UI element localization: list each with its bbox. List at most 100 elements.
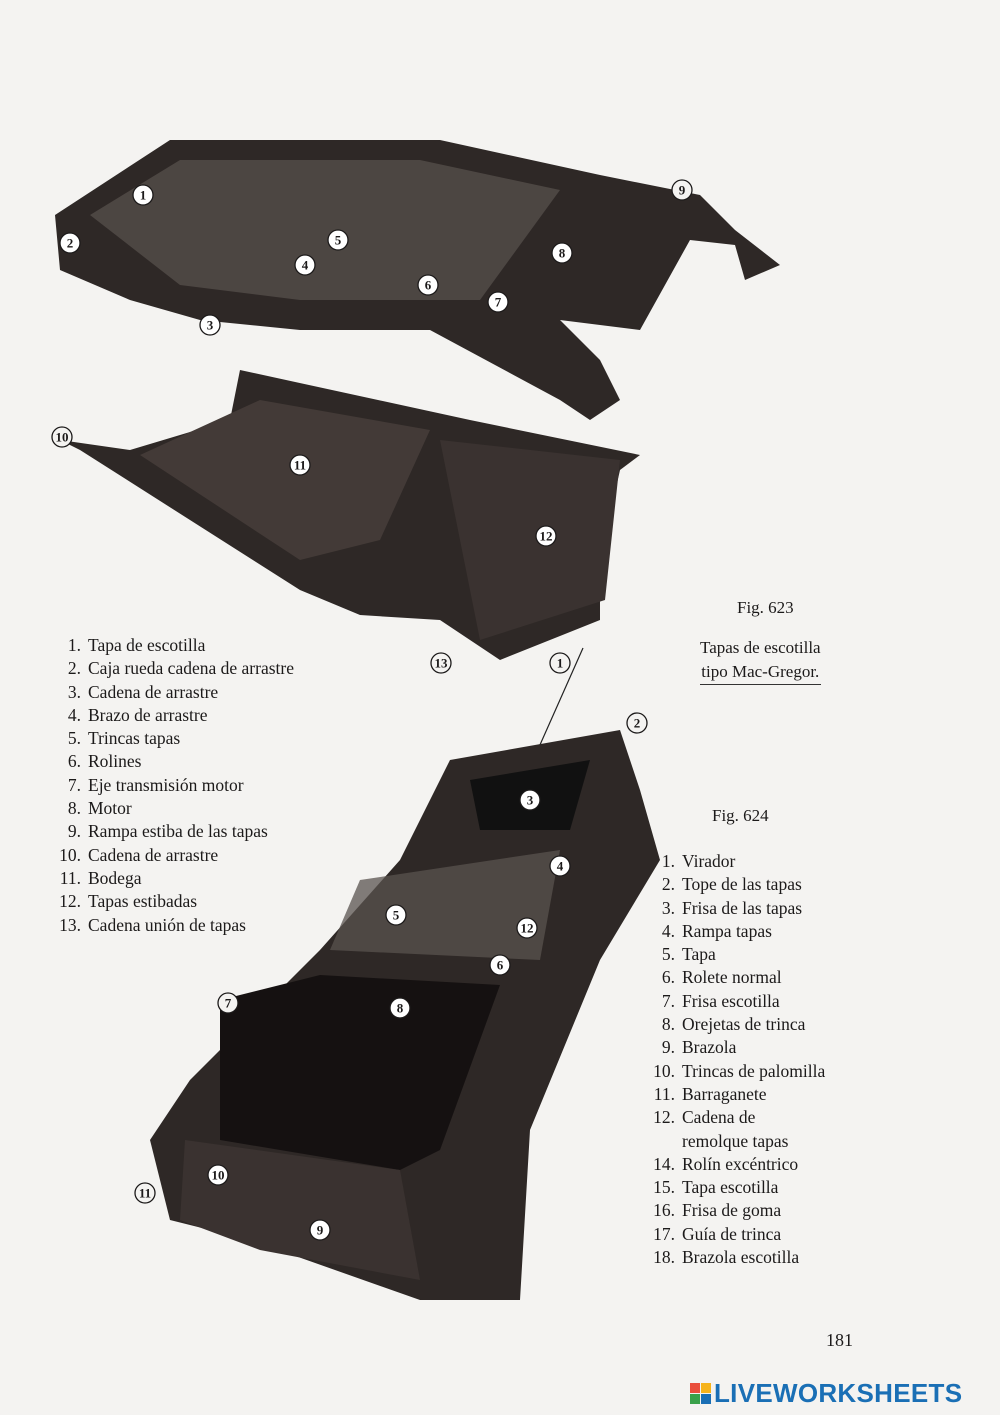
legend-item: 7.Eje transmisión motor bbox=[55, 774, 294, 797]
legend-item: 18.Brazola escotilla bbox=[648, 1246, 825, 1269]
callout-number: 9 bbox=[679, 183, 686, 198]
fig-624-label: Fig. 624 bbox=[712, 806, 769, 825]
legend-item: 4. Brazo de arrastre bbox=[55, 704, 294, 727]
legend-item: 9.Rampa estiba de las tapas bbox=[55, 820, 294, 843]
legend-number: 10. bbox=[653, 1060, 675, 1081]
callout-number: 10 bbox=[212, 1168, 225, 1183]
callout-number: 12 bbox=[540, 529, 553, 544]
legend-item: 8.Motor bbox=[55, 797, 294, 820]
legend-item: 1.Virador bbox=[648, 850, 825, 873]
legend-text: Cadena de arrastre bbox=[88, 844, 219, 865]
callout-marker: 6 bbox=[489, 954, 511, 976]
legend-item: 17. Guía de trinca bbox=[648, 1223, 825, 1246]
legend-text: Caja rueda cadena de arrastre bbox=[88, 658, 294, 679]
legend-number: 11. bbox=[59, 867, 81, 888]
legend-item: 2.Caja rueda cadena de arrastre bbox=[55, 657, 294, 680]
legend-number: 12. bbox=[653, 1107, 675, 1128]
callout-number: 5 bbox=[393, 908, 400, 923]
legend-number: 12. bbox=[59, 891, 81, 912]
legend-number: 3. bbox=[661, 897, 675, 918]
liveworksheets-brand: LIVEWORKSHEETS bbox=[690, 1378, 962, 1409]
callout-marker: 5 bbox=[385, 904, 407, 926]
legend-text: Trincas de palomilla bbox=[682, 1060, 826, 1081]
callout-number: 9 bbox=[317, 1223, 324, 1238]
legend-number: 7. bbox=[67, 774, 81, 795]
callout-marker: 6 bbox=[417, 274, 439, 296]
legend-number: 8. bbox=[661, 1014, 675, 1035]
callout-marker: 3 bbox=[199, 314, 221, 336]
legend-text: Rolines bbox=[88, 751, 142, 772]
caption-line-1: Tapas de escotilla bbox=[700, 638, 821, 657]
callout-number: 4 bbox=[302, 258, 309, 273]
legend-text: Cadena de arrastre bbox=[88, 681, 219, 702]
legend-item: 11.Barraganete bbox=[648, 1083, 825, 1106]
legend-item: 15. Tapa escotilla bbox=[648, 1176, 825, 1199]
legend-number: 13. bbox=[59, 914, 81, 935]
callout-number: 1 bbox=[557, 656, 564, 671]
legend-item: 12.Tapas estibadas bbox=[55, 890, 294, 913]
fig-623-hatch-cover-drawing bbox=[55, 140, 780, 660]
legend-item: 9.Brazola bbox=[648, 1036, 825, 1059]
legend-item: 10. Trincas de palomilla bbox=[648, 1060, 825, 1083]
legend-number: 10. bbox=[59, 844, 81, 865]
legend-text: Tapa de escotilla bbox=[88, 635, 206, 655]
legend-number: 6. bbox=[661, 967, 675, 988]
legend-text: Brazo de arrastre bbox=[88, 704, 208, 725]
legend-text: Guía de trinca bbox=[682, 1223, 782, 1244]
callout-number: 7 bbox=[495, 295, 502, 310]
legend-number: 3. bbox=[67, 681, 81, 702]
callout-marker: 11 bbox=[134, 1182, 156, 1204]
callout-number: 6 bbox=[497, 958, 504, 973]
callout-marker: 13 bbox=[430, 652, 452, 674]
callout-number: 6 bbox=[425, 278, 432, 293]
callout-number: 11 bbox=[139, 1186, 151, 1201]
callout-marker: 12 bbox=[535, 525, 557, 547]
callout-marker: 3 bbox=[519, 789, 541, 811]
callout-marker: 7 bbox=[217, 992, 239, 1014]
callout-number: 10 bbox=[56, 430, 69, 445]
callout-marker: 1 bbox=[132, 184, 154, 206]
legend-text: remolque tapas bbox=[682, 1130, 789, 1151]
legend-number: 17. bbox=[653, 1223, 675, 1244]
callout-number: 2 bbox=[634, 716, 641, 731]
callout-number: 3 bbox=[527, 793, 534, 808]
callout-marker: 1 bbox=[549, 652, 571, 674]
legend-item: 3. Cadena de arrastre bbox=[55, 681, 294, 704]
callout-marker: 5 bbox=[327, 229, 349, 251]
legend-text: Rolete normal bbox=[682, 967, 782, 988]
callout-marker: 9 bbox=[671, 179, 693, 201]
callout-marker: 2 bbox=[59, 232, 81, 254]
fig-623-label: Fig. 623 bbox=[737, 598, 794, 617]
legend-item: 5.Tapa bbox=[648, 943, 825, 966]
legend-item: 11. Bodega bbox=[55, 867, 294, 890]
legend-text: Frisa de goma bbox=[682, 1200, 782, 1221]
callout-marker: 4 bbox=[549, 855, 571, 877]
fig-623-caption: Tapas de escotilla tipo Mac-Gregor. bbox=[700, 636, 821, 685]
legend-number: 15. bbox=[653, 1177, 675, 1198]
legend-number: 5. bbox=[67, 728, 81, 749]
legend-text: Tapa escotilla bbox=[682, 1177, 779, 1198]
callout-number: 11 bbox=[294, 458, 306, 473]
legend-item: 8.Orejetas de trinca bbox=[648, 1013, 825, 1036]
legend-item: 6. Rolines bbox=[55, 750, 294, 773]
legend-item: 12.Cadena de bbox=[648, 1106, 825, 1129]
legend-item: 1.Tapa de escotilla bbox=[55, 634, 294, 657]
legend-number: 5. bbox=[661, 944, 675, 965]
callout-marker: 12 bbox=[516, 917, 538, 939]
legend-number: 2. bbox=[661, 874, 675, 895]
legend-number: 6. bbox=[67, 751, 81, 772]
legend-text: Cadena unión de tapas bbox=[88, 914, 246, 935]
legend-item: 10. Cadena de arrastre bbox=[55, 844, 294, 867]
legend-text: Bodega bbox=[88, 867, 142, 888]
legend-item: 2.Tope de las tapas bbox=[648, 873, 825, 896]
legend-item: 13. Cadena unión de tapas bbox=[55, 914, 294, 937]
legend-item: 3.Frisa de las tapas bbox=[648, 897, 825, 920]
legend-text: Rolín excéntrico bbox=[682, 1153, 799, 1174]
legend-number: 9. bbox=[661, 1037, 675, 1058]
legend-number: 9. bbox=[67, 821, 81, 842]
legend-number: 4. bbox=[67, 704, 81, 725]
legend-item: 14.Rolín excéntrico bbox=[648, 1153, 825, 1176]
